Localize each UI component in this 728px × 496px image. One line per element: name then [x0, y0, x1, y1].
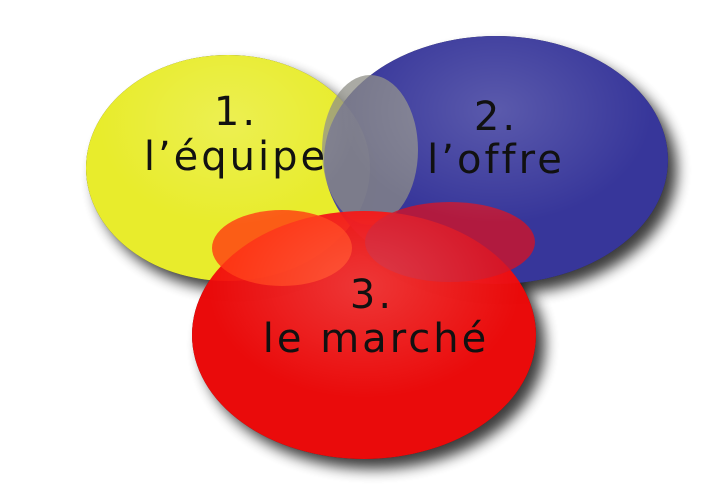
label-number-equipe: 1. — [214, 89, 258, 135]
label-text-marche: le marché — [263, 316, 489, 362]
label-text-offre: l’offre — [427, 137, 565, 183]
label-number-marche: 3. — [350, 272, 394, 318]
label-number-offre: 2. — [474, 94, 518, 140]
label-text-equipe: l’équipe — [144, 134, 328, 180]
